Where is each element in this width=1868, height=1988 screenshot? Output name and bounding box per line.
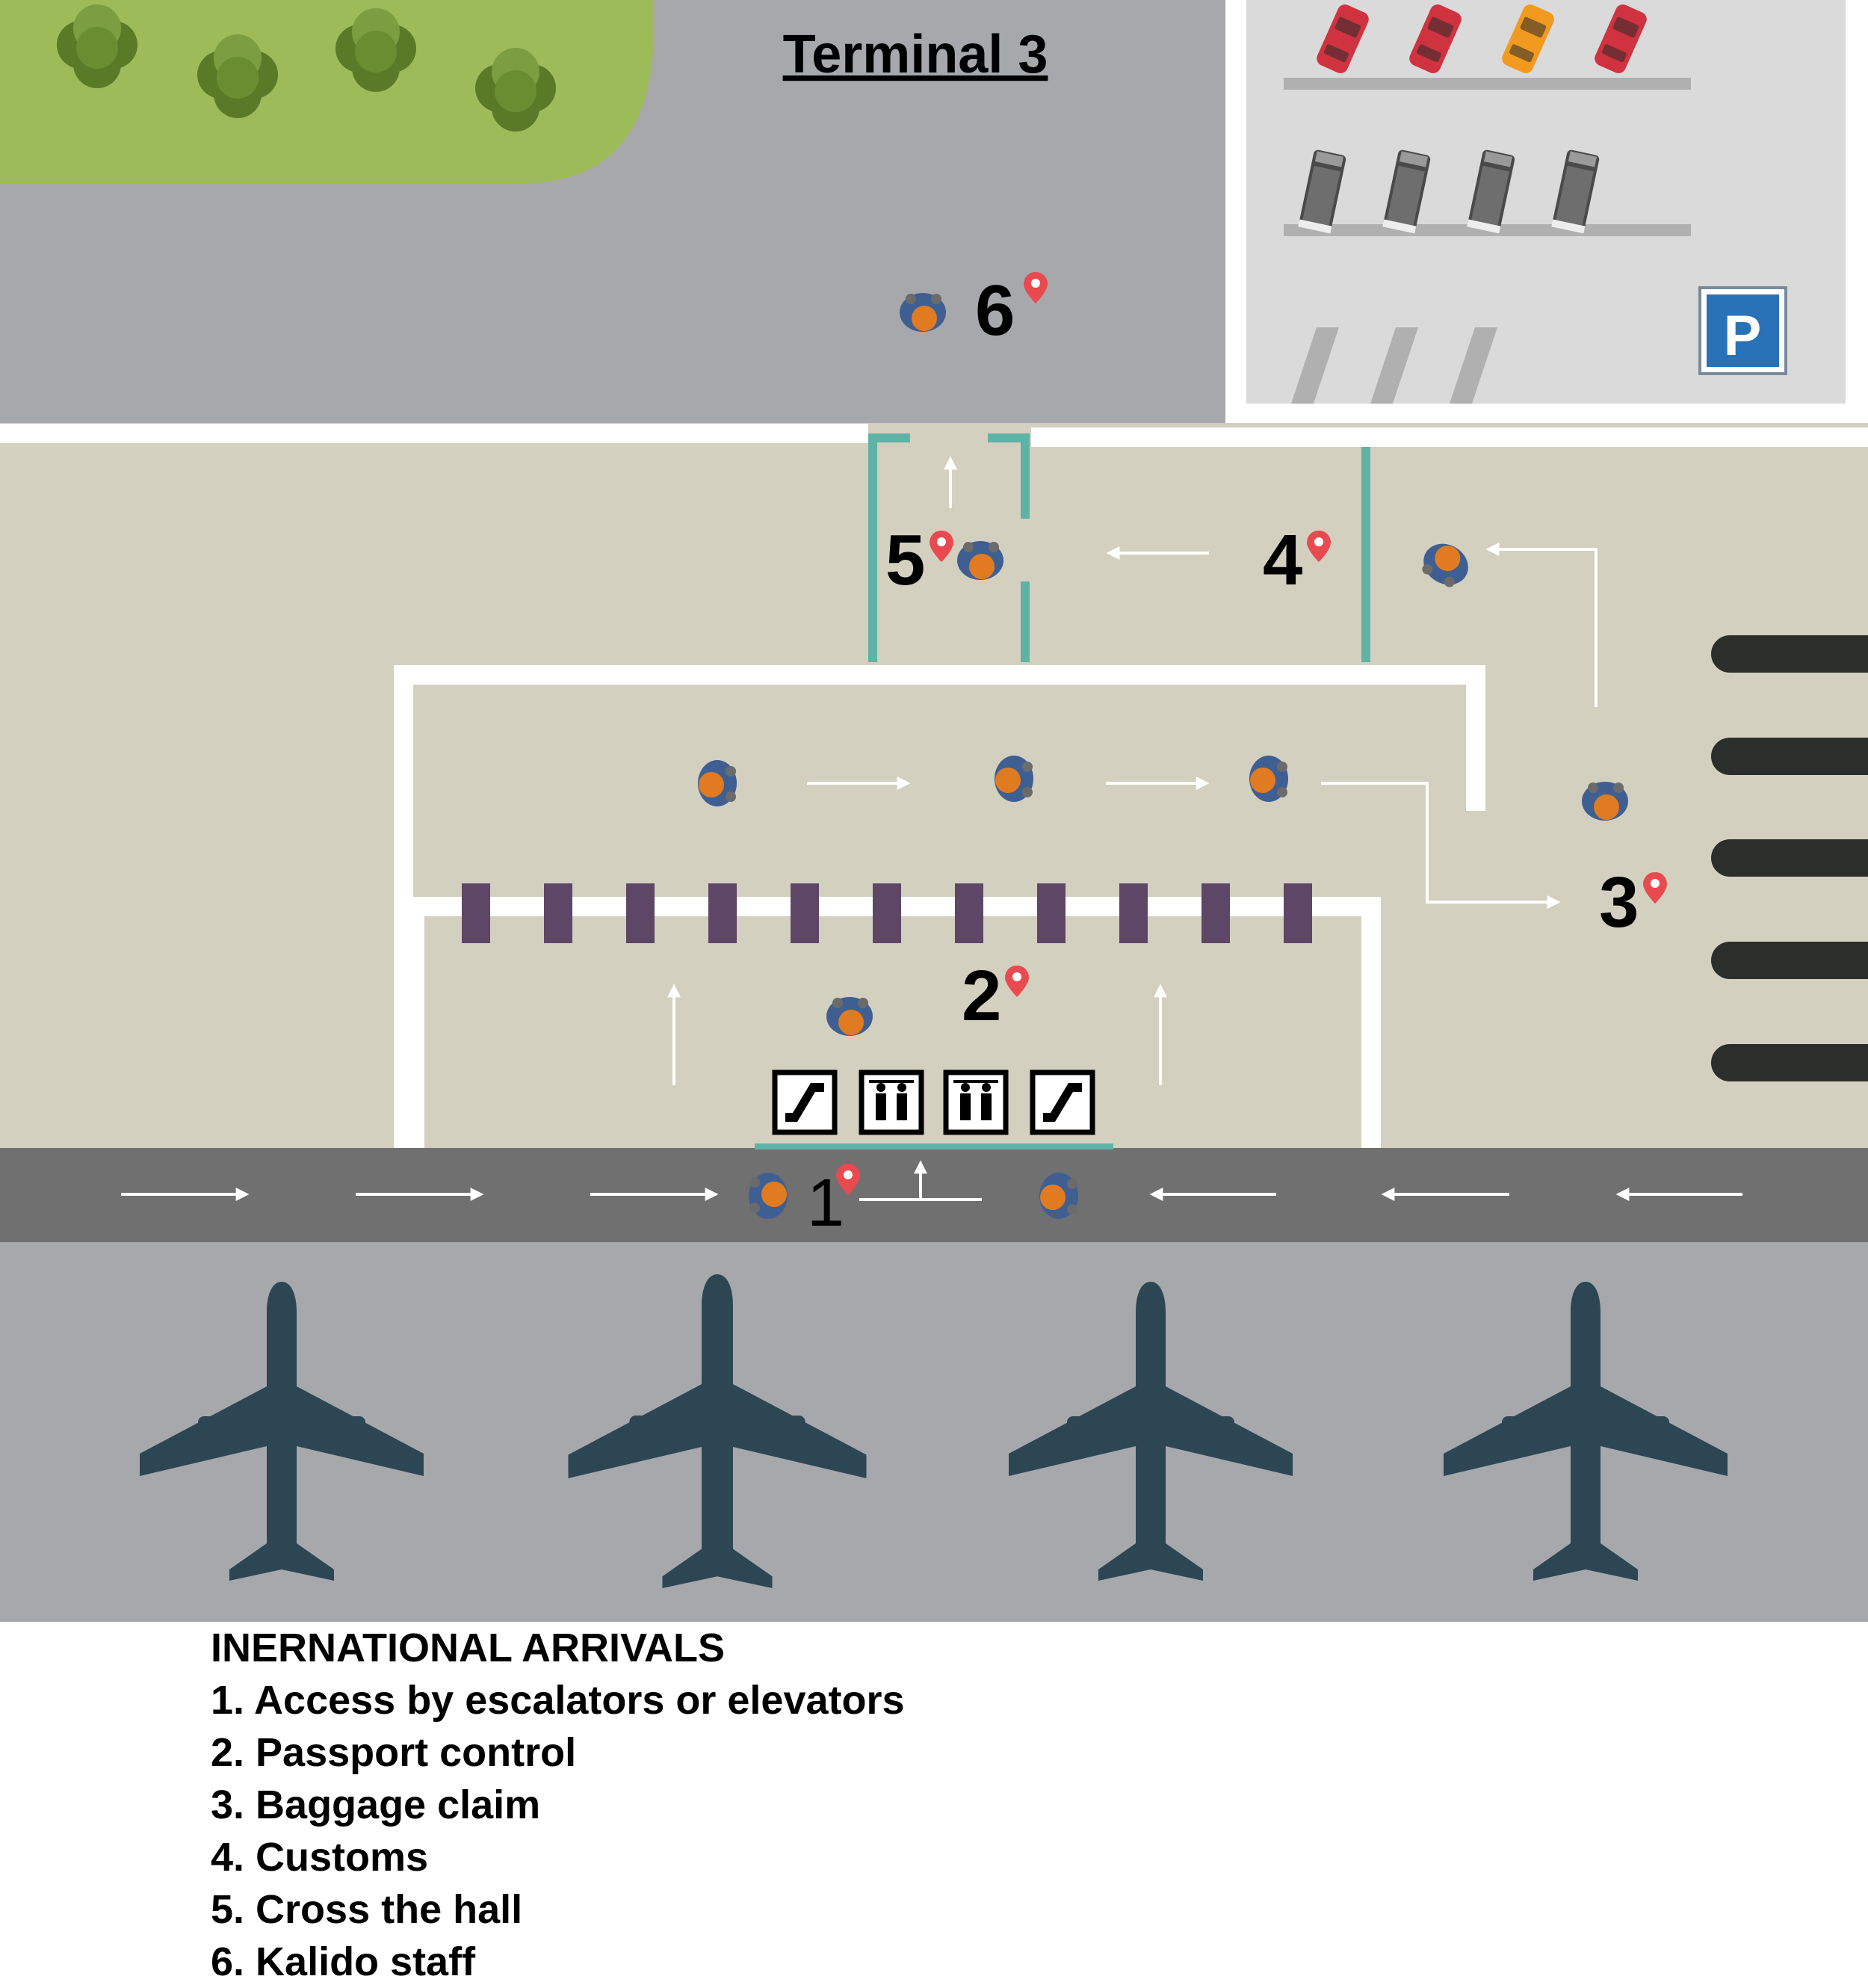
marker-6: 6 — [975, 271, 1015, 351]
legend-item: 2. Passport control — [211, 1730, 577, 1775]
grass-area — [0, 0, 654, 183]
marker-2: 2 — [962, 956, 1001, 1036]
marker-5: 5 — [885, 520, 925, 600]
passport-booths — [462, 883, 1312, 943]
legend-item: 6. Kalido staff — [211, 1939, 476, 1984]
parking-stripes — [1291, 327, 1497, 404]
legend-item: 1. Access by escalators or elevators — [211, 1678, 905, 1723]
escalator-icon — [775, 1072, 835, 1132]
legend-item: 3. Baggage claim — [211, 1782, 541, 1827]
legend-item: 4. Customs — [211, 1835, 429, 1880]
marker-4: 4 — [1263, 520, 1302, 600]
map-title: Terminal 3 — [783, 25, 1048, 84]
legend-heading: INERNATIONAL ARRIVALS — [211, 1626, 725, 1670]
legend-item: 5. Cross the hall — [211, 1887, 523, 1932]
legend: INERNATIONAL ARRIVALS 1. Access by escal… — [211, 1622, 1406, 1988]
baggage-carousels — [1711, 635, 1868, 1081]
kalido-staff-person — [900, 293, 946, 332]
elevator-icon — [862, 1072, 921, 1132]
elevator-icon — [946, 1072, 1006, 1132]
arrivals-hall-floor — [0, 423, 1868, 1148]
marker-3: 3 — [1599, 862, 1639, 942]
customs-gates — [868, 433, 1370, 662]
walking-path-arrows — [667, 456, 1598, 1085]
parking-sign-label: P — [1724, 304, 1762, 368]
parking-sign: P — [1698, 286, 1787, 375]
airside-corridor — [0, 1148, 1868, 1242]
escalator-icon — [1033, 1072, 1092, 1132]
parking-row-divider — [1284, 78, 1691, 90]
